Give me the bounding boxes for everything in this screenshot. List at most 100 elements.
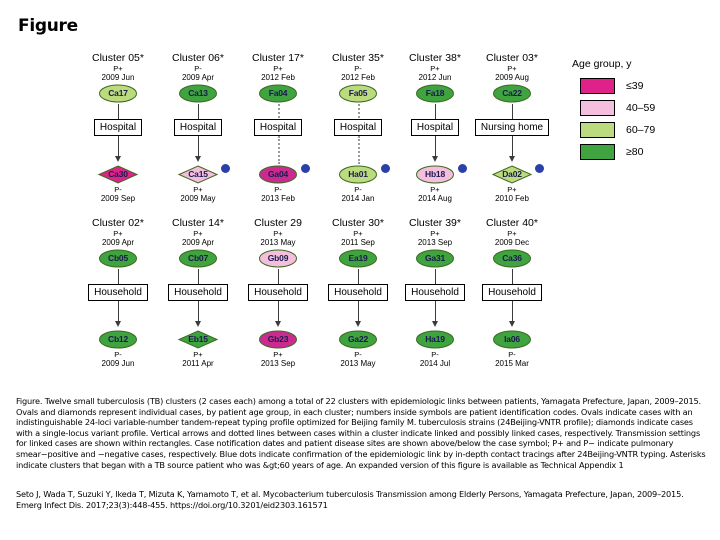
cluster-title: Cluster 05* (92, 52, 144, 64)
case-symbol-contact[interactable]: Hb18 (385, 164, 485, 185)
connector-line (278, 136, 280, 164)
diamond-case-icon: Da02 (492, 165, 532, 184)
case-id-label: Hb18 (425, 169, 445, 180)
transmission-setting-box[interactable]: Household (405, 284, 465, 301)
contact-disease-site: P- (508, 350, 516, 359)
transmission-setting-box[interactable]: Hospital (173, 119, 223, 136)
transmission-setting-box[interactable]: Household (88, 284, 148, 301)
source-notification-date: 2012 Feb (341, 73, 375, 82)
link-connector-upper (385, 269, 485, 295)
connector-line (278, 269, 279, 295)
legend-item: ≤39 (572, 75, 712, 97)
contact-notification-date: 2009 May (180, 194, 216, 203)
transmission-setting-box[interactable]: Household (168, 284, 228, 301)
source-disease-site: P- (354, 64, 362, 73)
case-id-label: Ia06 (504, 334, 520, 345)
case-symbol-contact[interactable]: Ia06 (462, 330, 562, 350)
transmission-setting-box[interactable]: Hospital (410, 119, 460, 136)
case-symbol-source[interactable]: Gb09 (228, 249, 328, 269)
case-symbol-contact[interactable]: Ca15 (148, 164, 248, 185)
link-connector-lower (148, 301, 248, 329)
case-id-label: Ea19 (348, 253, 368, 264)
connector-line (118, 269, 119, 295)
transmission-setting-box[interactable]: Household (482, 284, 542, 301)
case-symbol-contact[interactable]: Ga04 (228, 164, 328, 185)
source-disease-site: P+ (193, 229, 203, 238)
case-symbol-source[interactable]: Cb05 (68, 249, 168, 269)
case-id-label: Ha01 (348, 169, 368, 180)
case-symbol-contact[interactable]: Ga22 (308, 330, 408, 350)
connector-line (118, 136, 119, 158)
oval-case-icon: Ca13 (178, 84, 218, 103)
case-symbol-contact[interactable]: Cb12 (68, 330, 168, 350)
link-connector-lower (385, 301, 485, 329)
case-id-label: Cb05 (108, 253, 128, 264)
cluster-title: Cluster 14* (172, 217, 224, 229)
setting-box-holder: Hospital (308, 117, 408, 136)
source-notification-date: 2009 Dec (494, 238, 530, 247)
case-symbol-contact[interactable]: Ca30 (68, 165, 168, 185)
source-disease-site: P+ (430, 229, 440, 238)
transmission-setting-box[interactable]: Hospital (333, 119, 383, 136)
link-connector-upper (462, 104, 562, 130)
case-symbol-source[interactable]: Ea19 (308, 249, 408, 269)
oval-case-icon: Ga04 (258, 165, 298, 184)
contact-disease-site: P+ (193, 350, 203, 359)
case-symbol-source[interactable]: Ca22 (462, 84, 562, 104)
case-symbol-contact[interactable]: Ha19 (385, 330, 485, 350)
case-symbol-source[interactable]: Ca17 (68, 84, 168, 104)
case-symbol-contact[interactable]: Ha01 (308, 164, 408, 185)
figure-caption: Figure. Twelve small tuberculosis (TB) c… (16, 396, 706, 470)
link-connector-lower (68, 301, 168, 329)
oval-case-icon: Fa04 (258, 84, 298, 103)
source-disease-site: P+ (353, 229, 363, 238)
blue-dot-icon (301, 164, 310, 173)
setting-box-holder: Household (462, 282, 562, 301)
oval-case-icon: Ca36 (492, 249, 532, 268)
cluster-title: Cluster 38* (409, 52, 461, 64)
case-id-label: Da02 (502, 169, 522, 180)
link-connector-upper (228, 269, 328, 295)
connector-line (278, 301, 279, 323)
setting-box-holder: Hospital (148, 117, 248, 136)
legend-swatch (580, 122, 615, 138)
oval-case-icon: Ca22 (492, 84, 532, 103)
case-symbol-source[interactable]: Ca36 (462, 249, 562, 269)
oval-case-icon: Gb23 (258, 330, 298, 349)
case-id-label: Ca22 (502, 88, 522, 99)
legend-swatch (580, 78, 615, 94)
case-symbol-source[interactable]: Fa04 (228, 84, 328, 104)
transmission-setting-box[interactable]: Nursing home (474, 119, 550, 136)
case-symbol-source[interactable]: Fa18 (385, 84, 485, 104)
case-symbol-contact[interactable]: Eb15 (148, 330, 248, 350)
cluster-title: Cluster 40* (486, 217, 538, 229)
case-symbol-contact[interactable]: Da02 (462, 164, 562, 185)
source-notification-date: 2012 Jun (418, 73, 452, 82)
case-symbol-source[interactable]: Fa05 (308, 84, 408, 104)
contact-notification-date: 2014 Jan (341, 194, 375, 203)
case-symbol-source[interactable]: Cb07 (148, 249, 248, 269)
diamond-case-icon: Eb15 (178, 330, 218, 349)
transmission-setting-box[interactable]: Hospital (93, 119, 143, 136)
transmission-setting-box[interactable]: Household (248, 284, 308, 301)
case-symbol-source[interactable]: Ga31 (385, 249, 485, 269)
legend-swatch (580, 144, 615, 160)
contact-disease-site: P+ (273, 350, 283, 359)
contact-notification-date: 2014 Aug (418, 194, 452, 203)
case-symbol-source[interactable]: Ca13 (148, 84, 248, 104)
source-notification-date: 2013 Sep (417, 238, 453, 247)
arrow-head-icon (275, 321, 281, 327)
case-id-label: Ca17 (108, 88, 128, 99)
case-symbol-contact[interactable]: Gb23 (228, 330, 328, 350)
transmission-setting-box[interactable]: Hospital (253, 119, 303, 136)
link-connector-lower (462, 136, 562, 164)
transmission-setting-box[interactable]: Household (328, 284, 388, 301)
arrow-head-icon (432, 321, 438, 327)
source-notification-date: 2009 Jun (101, 73, 135, 82)
setting-box-holder: Hospital (385, 117, 485, 136)
